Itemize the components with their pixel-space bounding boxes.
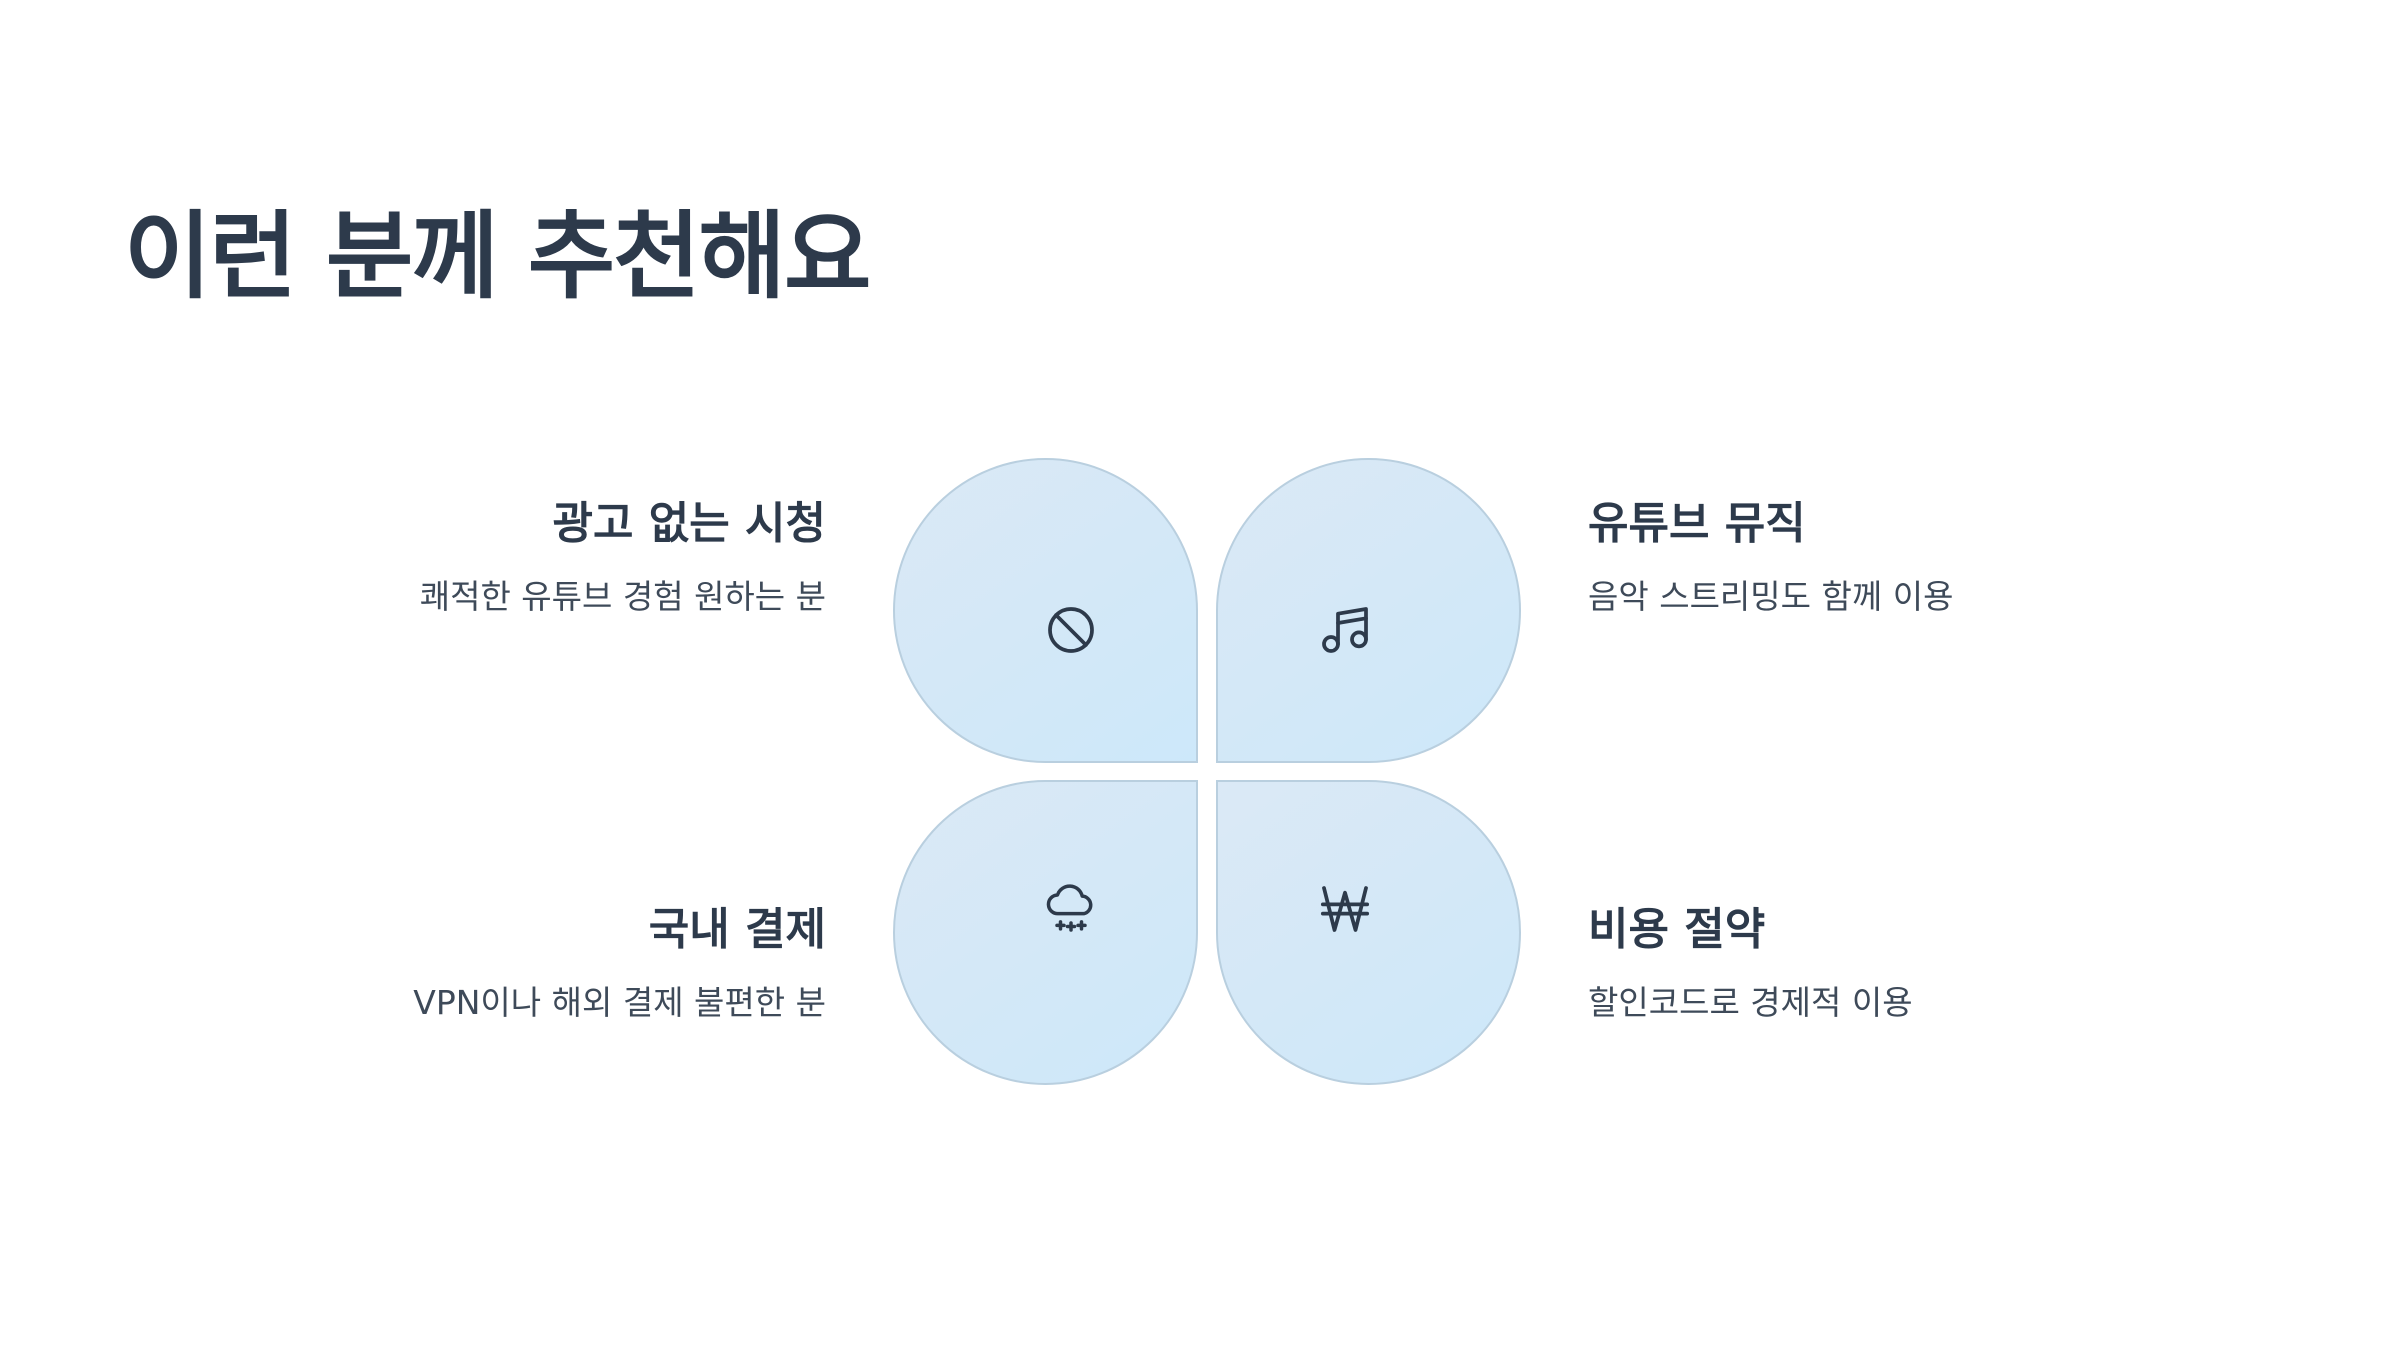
item-description: 음악 스트리밍도 함께 이용 <box>1588 576 1954 616</box>
item-title: 비용 절약 <box>1588 904 1766 955</box>
item-ad-free: 광고 없는 시청 쾌적한 유튜브 경험 원하는 분 <box>326 498 826 616</box>
page-title: 이런 분께 추천해요 <box>124 202 871 312</box>
item-domestic-payment: 국내 결제 VPN이나 해외 결제 불편한 분 <box>326 904 826 1022</box>
item-cost-saving: 비용 절약 할인코드로 경제적 이용 <box>1588 904 2088 1022</box>
item-title: 국내 결제 <box>648 904 826 955</box>
petal-top-right <box>1216 458 1521 763</box>
won-sign-icon <box>1317 881 1373 937</box>
no-ads-icon <box>1043 602 1099 658</box>
item-title: 유튜브 뮤직 <box>1588 498 1806 549</box>
item-description: VPN이나 해외 결제 불편한 분 <box>413 982 826 1022</box>
item-youtube-music: 유튜브 뮤직 음악 스트리밍도 함께 이용 <box>1588 498 2088 616</box>
petal-bottom-right <box>1216 780 1521 1085</box>
cloud-snow-icon <box>1043 881 1099 937</box>
music-note-icon <box>1317 602 1373 658</box>
item-title: 광고 없는 시청 <box>552 498 826 549</box>
petal-top-left <box>893 458 1198 763</box>
petal-bottom-left <box>893 780 1198 1085</box>
item-description: 쾌적한 유튜브 경험 원하는 분 <box>419 576 826 616</box>
item-description: 할인코드로 경제적 이용 <box>1588 982 1913 1022</box>
